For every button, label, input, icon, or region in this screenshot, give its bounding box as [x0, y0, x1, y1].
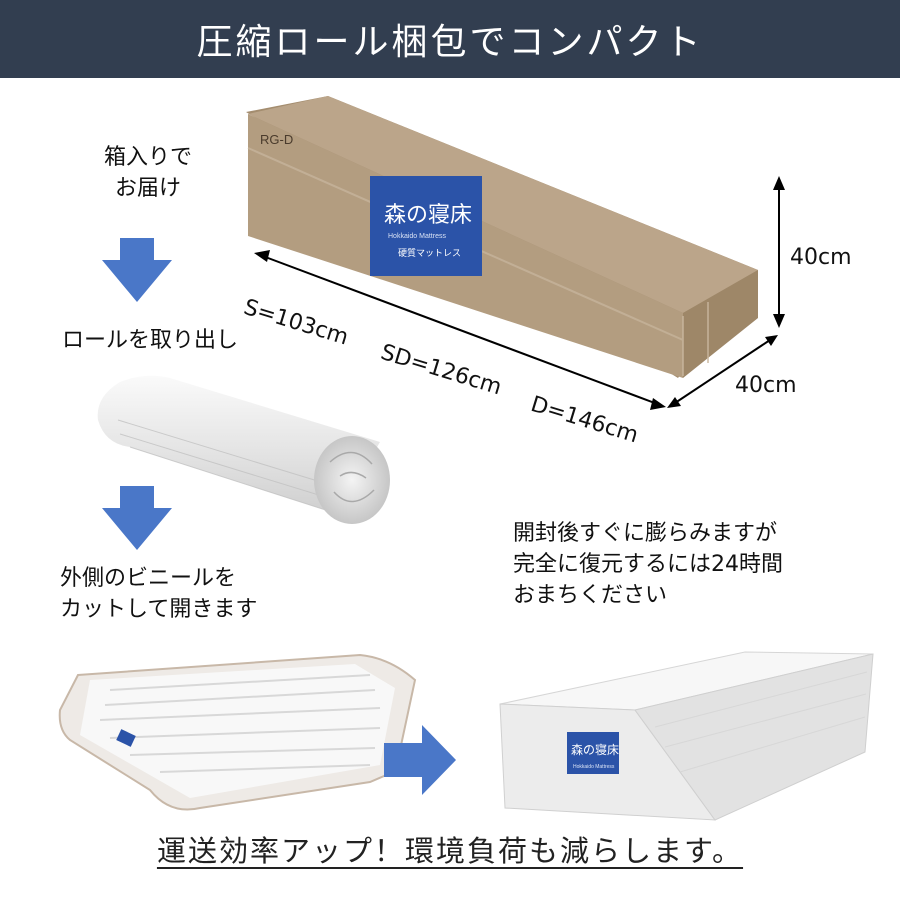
svg-text:硬質マットレス: 硬質マットレス [398, 247, 461, 259]
box-depth-label: 40cm [735, 373, 797, 398]
header-title: 圧縮ロール梱包でコンパクト [196, 22, 704, 63]
step-label-delivered-in-box: 箱入りで お届け [103, 145, 192, 201]
step-label-cut-vinyl: 外側のビニールを カットして開きます [60, 566, 258, 622]
down-arrow-icon [102, 238, 172, 302]
rolled-mattress-image [97, 375, 390, 524]
right-arrow-icon [384, 725, 456, 795]
step-label-take-out-roll: ロールを取り出し [62, 328, 239, 353]
header-banner: 圧縮ロール梱包でコンパクト [0, 0, 900, 78]
unrolled-mattress-image [58, 653, 417, 811]
down-arrow-icon [102, 486, 172, 550]
restore-note: 開封後すぐに膨らみますが 完全に復元するには24時間 おまちください [513, 521, 783, 608]
box-height-label: 40cm [790, 245, 852, 270]
footer-text: 運送効率アップ！環境負荷も減らします。 [156, 834, 744, 868]
cardboard-box-image: 森の寝床 Hokkaido Mattress 硬質マットレス RG-D [246, 96, 758, 378]
footer-banner: 運送効率アップ！環境負荷も減らします。 [0, 828, 900, 870]
box-brand-text: 森の寝床 [384, 203, 472, 228]
restored-mattress-image: 森の寝床 Hokkaido Mattress [499, 651, 874, 821]
svg-text:RG-D: RG-D [260, 132, 293, 147]
svg-text:Hokkaido Mattress: Hokkaido Mattress [388, 233, 446, 240]
svg-text:Hokkaido Mattress: Hokkaido Mattress [573, 764, 615, 770]
svg-text:森の寝床: 森の寝床 [571, 742, 619, 757]
